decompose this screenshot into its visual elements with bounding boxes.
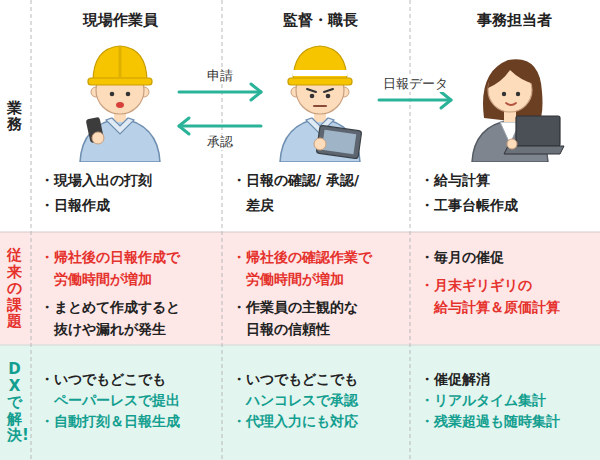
row-label: 業務 <box>7 100 22 133</box>
clerk-figure <box>472 59 564 162</box>
role-title: 事務担当者 <box>455 10 573 30</box>
edge-label: 申請 <box>204 68 236 84</box>
cell-text: ・いつでもどこでも <box>40 369 190 390</box>
cell-column: ・催促解消・リアルタイム集計・残業超過も随時集計 <box>420 369 570 432</box>
green-band <box>0 345 600 460</box>
task-band: 業務・現場入出の打刻・日報作成・日報の確認/ 承認/差戻・給与計算・工事台帳作成… <box>0 0 600 232</box>
row-rule <box>0 232 600 233</box>
supervisor-figure <box>280 46 362 162</box>
cell-text: ・月末ギリギリの 給与計算＆原価計算 <box>420 274 570 318</box>
edge-label-holder: 承認 <box>204 134 236 150</box>
column-dividers <box>31 0 410 460</box>
worker-illustration <box>68 32 172 162</box>
cell-column: ・いつでもどこでもペーパーレスで提出・自動打刻＆日報生成 <box>40 369 190 432</box>
cell-text: ・帰社後の確認作業で 労働時間が増加 <box>232 246 382 290</box>
clerk-illustration <box>460 32 568 162</box>
arrow-head <box>441 92 451 108</box>
role-title: 現場作業員 <box>65 10 175 30</box>
cell-text: ・日報作成 <box>40 193 190 218</box>
cell-column: ・日報の確認/ 承認/差戻 <box>232 168 382 218</box>
row-label: 従来の課題 <box>7 247 22 330</box>
cell-text: ・日報の確認/ 承認/差戻 <box>232 168 382 218</box>
edge-label-holder: 申請 <box>204 68 236 84</box>
edge-label-holder: 日報データ <box>380 76 451 92</box>
arrow-shaft <box>379 99 451 102</box>
flow-arrow <box>379 92 451 108</box>
arrow-head <box>251 84 261 100</box>
row-label-holder: 業務 <box>7 100 22 133</box>
row-rule <box>0 345 600 346</box>
cell-text: ・帰社後の日報作成で 労働時間が増加 <box>40 246 190 290</box>
flow-arrow <box>179 84 261 100</box>
issue-band: 従来の課題 ・帰社後の日報作成で 労働時間が増加・まとめて作成すると 抜けや漏れが… <box>0 232 600 345</box>
worker-figure <box>80 46 160 162</box>
cell-column: ・毎月の催促・月末ギリギリの 給与計算＆原価計算 <box>420 246 570 318</box>
cell-text: ・作業員の主観的な 日報の信頼性 <box>232 296 382 340</box>
supervisor-role: 監督・職長 <box>265 4 375 164</box>
cell-text: ・現場入出の打刻 <box>40 168 190 193</box>
supervisor-illustration <box>268 32 372 162</box>
cell-column: ・給与計算・工事台帳作成 <box>420 168 570 218</box>
solution-band: DXで解決!・いつでもどこでもペーパーレスで提出・自動打刻＆日報生成・いつでもど… <box>0 345 600 460</box>
edge-label: 承認 <box>204 134 236 150</box>
cell-text: ハンコレスで承認 <box>232 390 382 411</box>
cell-text: ペーパーレスで提出 <box>40 390 190 411</box>
cell-text: ・毎月の催促 <box>420 246 570 268</box>
cell-text: ・リアルタイム集計 <box>420 390 570 411</box>
row-label: DXで解決! <box>7 361 22 444</box>
cell-text: ・催促解消 <box>420 369 570 390</box>
cell-column: ・帰社後の確認作業で 労働時間が増加・作業員の主観的な 日報の信頼性 <box>232 246 382 340</box>
cell-column: ・帰社後の日報作成で 労働時間が増加・まとめて作成すると 抜けや漏れが発生 <box>40 246 190 340</box>
cell-text: ・給与計算 <box>420 168 570 193</box>
clerk-role: 事務担当者 <box>455 4 573 164</box>
edge-label: 日報データ <box>380 76 451 92</box>
cell-text: ・いつでもどこでも <box>232 369 382 390</box>
row-label-holder: DXで解決! <box>7 361 22 444</box>
cell-text: ・工事台帳作成 <box>420 193 570 218</box>
row-label-holder: 従来の課題 <box>7 247 22 330</box>
worker-role: 現場作業員 <box>65 4 175 164</box>
arrow-head <box>179 118 189 134</box>
cell-text: ・自動打刻＆日報生成 <box>40 411 190 432</box>
arrow-shaft <box>179 91 261 94</box>
cell-text: ・まとめて作成すると 抜けや漏れが発生 <box>40 296 190 340</box>
cell-text: ・残業超過も随時集計 <box>420 411 570 432</box>
arrow-shaft <box>179 125 261 128</box>
cell-text: ・代理入力にも対応 <box>232 411 382 432</box>
flow-arrow <box>179 118 261 134</box>
cell-column: ・現場入出の打刻・日報作成 <box>40 168 190 218</box>
pink-band <box>0 232 600 345</box>
cell-column: ・いつでもどこでもハンコレスで承認・代理入力にも対応 <box>232 369 382 432</box>
role-title: 監督・職長 <box>265 10 375 30</box>
